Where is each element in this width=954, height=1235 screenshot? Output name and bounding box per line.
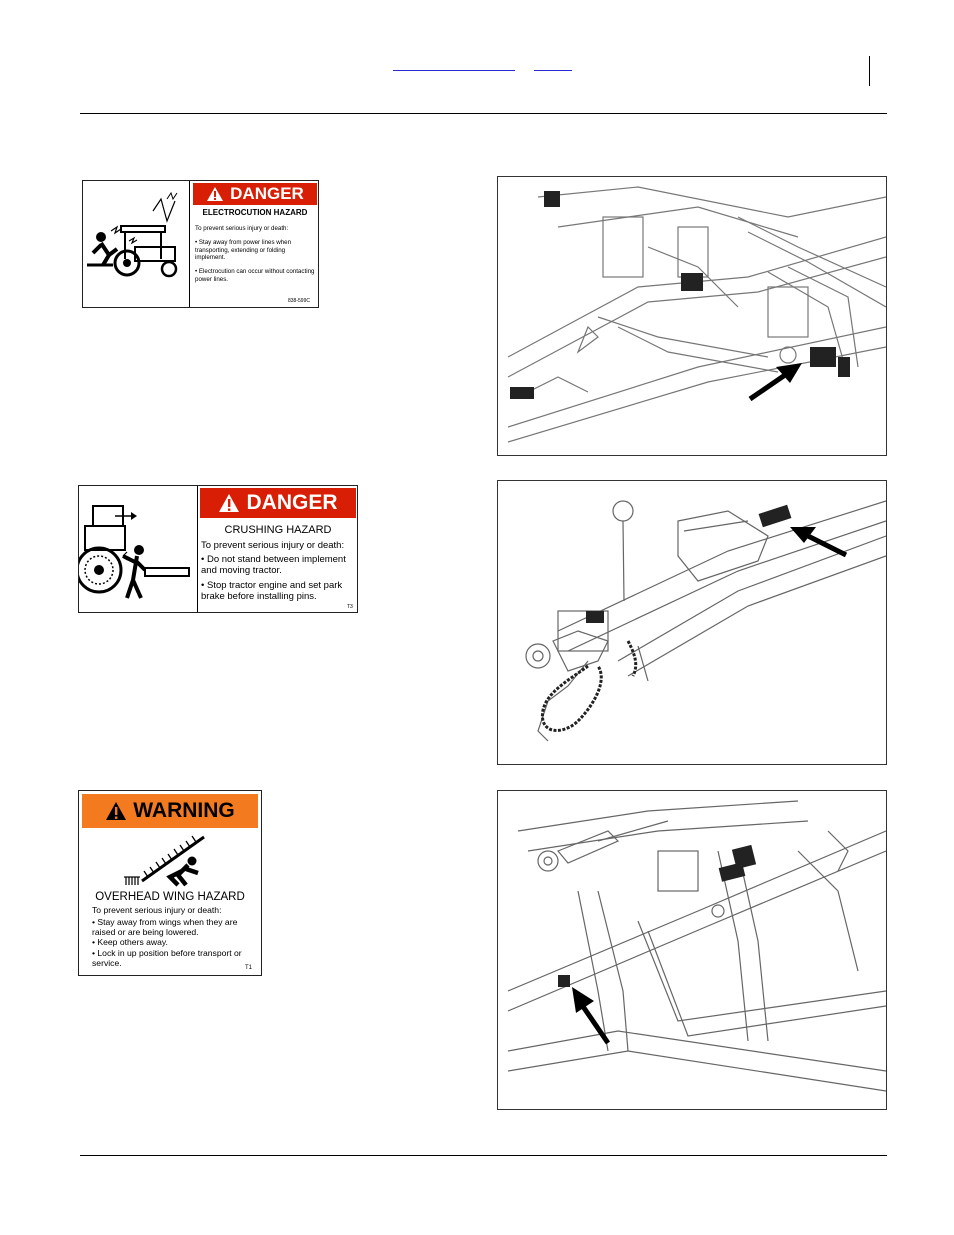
hazard-bullet: • Electrocution can occur without contac… xyxy=(195,268,315,283)
alert-triangle-icon xyxy=(207,187,224,201)
hazard-title: CRUSHING HAZARD xyxy=(224,524,332,536)
header-rule xyxy=(80,113,887,114)
hazard-title: ELECTROCUTION HAZARD xyxy=(202,208,308,217)
figure-wing-frame-decal-location xyxy=(497,790,887,1110)
hazard-intro: To prevent serious injury or death: xyxy=(201,540,345,551)
alert-triangle-icon xyxy=(106,802,127,820)
hazard-instructions: To prevent serious injury or death: • Do… xyxy=(201,540,355,602)
signal-word: DANGER xyxy=(230,184,304,203)
hazard-instructions: To prevent serious injury or death: • St… xyxy=(92,905,258,968)
decal-part-code: T3 xyxy=(347,604,353,610)
decal-part-code: 838-599C xyxy=(288,298,310,304)
signal-word: WARNING xyxy=(133,799,235,822)
overhead-wing-hazard-decal: WARNING OVERHEAD WING HAZARD To prevent … xyxy=(78,790,262,976)
electrocution-pictogram-icon xyxy=(87,191,178,278)
danger-header: DANGER xyxy=(193,183,317,205)
header-link-2[interactable] xyxy=(534,60,572,71)
hazard-bullet: • Lock in up position before transport o… xyxy=(92,947,242,968)
footer-rule xyxy=(80,1155,887,1156)
warning-header: WARNING xyxy=(82,794,258,828)
figure-hitch-tongue-decal-location xyxy=(497,480,887,765)
hitch-tongue-illustration xyxy=(525,500,886,742)
hazard-intro: To prevent serious injury or death: xyxy=(195,225,289,232)
header-vertical-rule xyxy=(869,56,870,86)
header-link-1[interactable] xyxy=(393,60,515,71)
hazard-bullet: • Stop tractor engine and set park brake… xyxy=(201,579,343,602)
figure-hitch-frame-decal-location xyxy=(497,176,887,456)
decal-part-code: T1 xyxy=(245,965,253,971)
signal-word: DANGER xyxy=(246,491,338,514)
danger-header: DANGER xyxy=(200,488,356,518)
overhead-wing-pictogram-icon xyxy=(124,835,205,887)
hazard-bullet: • Stay away from wings when they are rai… xyxy=(92,917,238,938)
hazard-instructions: To prevent serious injury or death: • St… xyxy=(195,225,317,283)
crushing-pictogram-icon xyxy=(79,505,190,599)
electrocution-hazard-decal: DANGER ELECTROCUTION HAZARD To prevent s… xyxy=(82,180,319,308)
hitch-frame-illustration xyxy=(507,186,886,443)
crushing-hazard-decal: DANGER CRUSHING HAZARD To prevent seriou… xyxy=(78,485,358,613)
hazard-bullet: • Keep others away. xyxy=(92,937,168,948)
hazard-bullet: • Stay away from power lines when transp… xyxy=(195,239,292,261)
alert-triangle-icon xyxy=(219,494,240,512)
wing-frame-illustration xyxy=(507,800,886,1092)
hazard-intro: To prevent serious injury or death: xyxy=(92,905,222,915)
hazard-bullet: • Do not stand between implement and mov… xyxy=(201,554,346,577)
hazard-title: OVERHEAD WING HAZARD xyxy=(95,891,245,903)
